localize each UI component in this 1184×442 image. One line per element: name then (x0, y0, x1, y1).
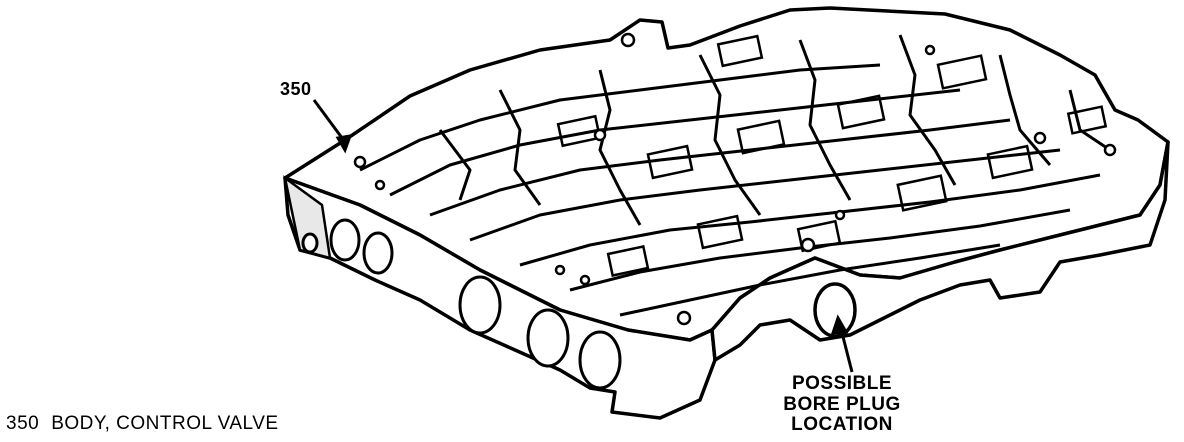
bore (362, 231, 394, 275)
bore (301, 232, 319, 254)
bore (329, 218, 361, 262)
bore-plug-location (813, 282, 857, 338)
caption-number: 350 (6, 413, 40, 434)
leader-lines (312, 99, 854, 373)
callout-number: 350 (280, 79, 312, 99)
bore (458, 275, 502, 335)
valve-body-end-plate (283, 175, 332, 260)
valve-cavities (556, 34, 1108, 277)
front-bores (301, 218, 622, 390)
oil-channels (359, 34, 1111, 317)
note-line: LOCATION (791, 414, 893, 436)
bore (578, 330, 622, 390)
bolt-holes (353, 32, 1117, 326)
caption: 350 BODY, CONTROL VALVE (6, 414, 279, 433)
note-line: POSSIBLE (791, 373, 893, 394)
caption-text: BODY, CONTROL VALVE (51, 413, 279, 434)
bore (526, 308, 570, 368)
note-line: BORE PLUG (783, 393, 901, 415)
